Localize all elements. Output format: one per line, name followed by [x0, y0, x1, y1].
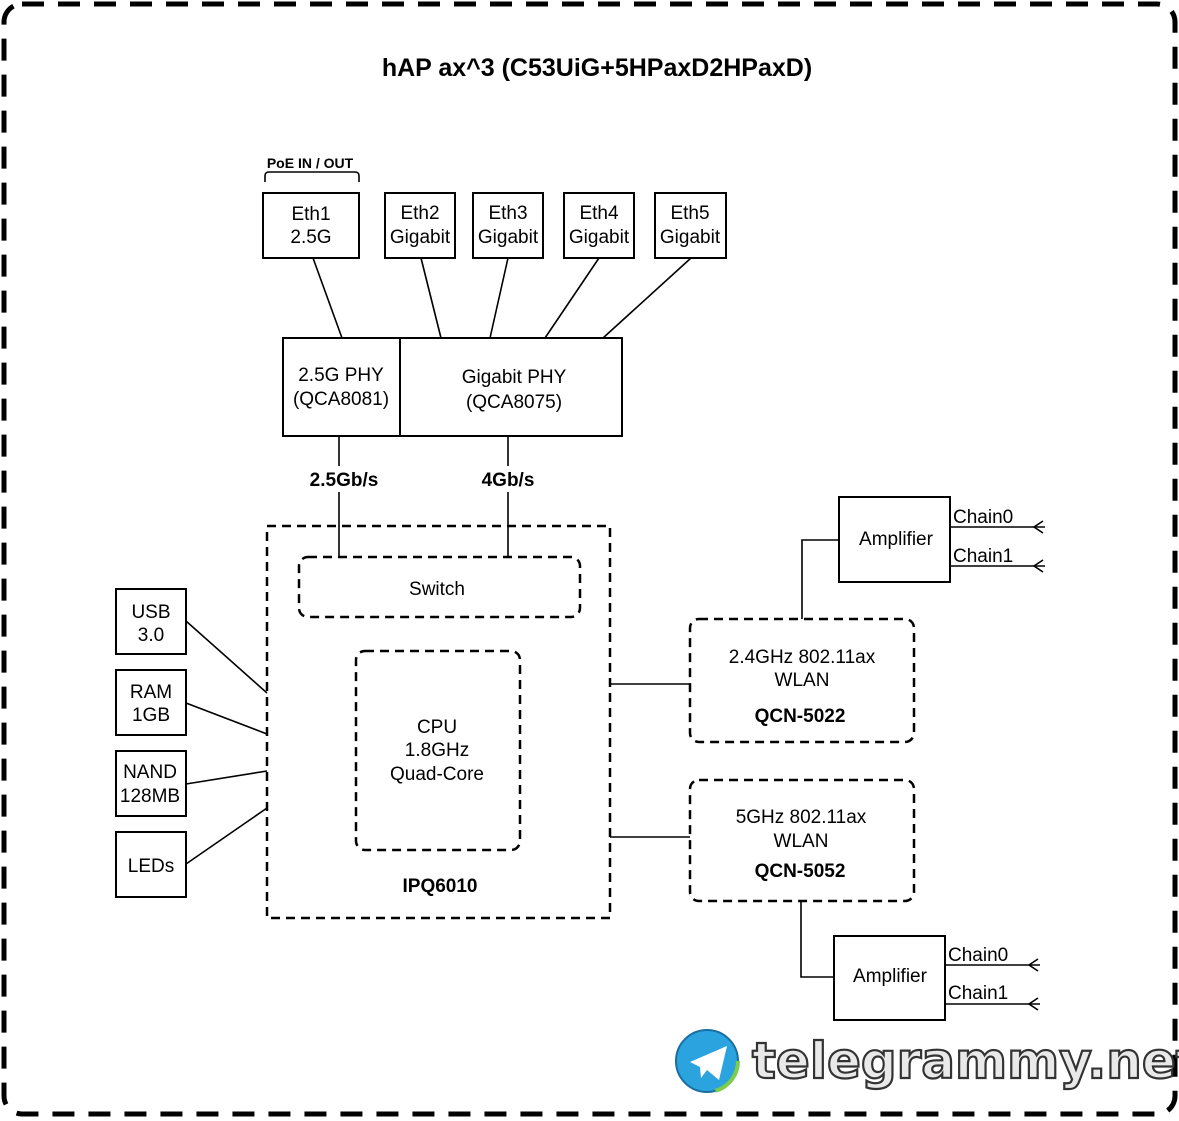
diagram-title: hAP ax^3 (C53UiG+5HPaxD2HPaxD) [382, 54, 812, 82]
switch-block: Switch [297, 555, 582, 619]
svg-text:Gigabit PHY: Gigabit PHY [462, 367, 567, 388]
link-eth4 [544, 257, 600, 339]
svg-text:QCN-5052: QCN-5052 [755, 861, 846, 882]
link-usb [185, 620, 268, 694]
svg-text:3.0: 3.0 [138, 625, 164, 646]
svg-text:WLAN: WLAN [775, 670, 830, 691]
soc-container [265, 524, 612, 920]
telegram-logo-icon [674, 1028, 740, 1094]
link-wlan5-amp [800, 901, 834, 978]
svg-text:2.4GHz 802.11ax: 2.4GHz 802.11ax [729, 647, 876, 668]
peripheral-ram: RAM 1GB [115, 669, 187, 736]
svg-text:Eth5: Eth5 [670, 203, 709, 224]
svg-text:Eth1: Eth1 [291, 204, 330, 225]
wlan-2-4ghz-block: 2.4GHz 802.11ax WLAN QCN-5022 [688, 617, 916, 744]
port-eth5: Eth5 Gigabit [654, 192, 727, 259]
svg-text:(QCA8075): (QCA8075) [466, 392, 562, 413]
svg-text:QCN-5022: QCN-5022 [755, 706, 846, 727]
link-eth1 [312, 257, 343, 339]
svg-text:1GB: 1GB [132, 705, 170, 726]
port-eth3: Eth3 Gigabit [472, 192, 544, 259]
link-eth2 [420, 257, 442, 339]
svg-text:Eth3: Eth3 [488, 203, 527, 224]
svg-text:WLAN: WLAN [774, 831, 829, 852]
svg-text:Switch: Switch [409, 579, 465, 600]
svg-text:128MB: 128MB [120, 786, 180, 807]
cpu-block: CPU 1.8GHz Quad-Core [354, 649, 522, 852]
phy-gigabit: Gigabit PHY (QCA8075) [399, 337, 623, 437]
svg-text:NAND: NAND [123, 762, 177, 783]
svg-text:CPU: CPU [417, 717, 457, 738]
watermark-text: telegrammy.net [752, 1032, 1179, 1090]
amp-top-chain1: Chain1 [953, 546, 1013, 567]
svg-text:Amplifier: Amplifier [853, 966, 928, 987]
peripheral-leds: LEDs [115, 831, 187, 898]
svg-text:(QCA8081): (QCA8081) [293, 389, 389, 410]
link-eth3 [489, 257, 509, 339]
amp-top-chain0: Chain0 [953, 507, 1013, 528]
svg-text:RAM: RAM [130, 682, 172, 703]
svg-text:5GHz 802.11ax: 5GHz 802.11ax [736, 807, 867, 828]
port-eth1: Eth1 2.5G [262, 192, 360, 259]
port-eth4: Eth4 Gigabit [563, 192, 635, 259]
svg-text:USB: USB [131, 602, 170, 623]
poe-label: PoE IN / OUT [267, 155, 354, 171]
amplifier-bottom: Amplifier [833, 935, 946, 1021]
amp-bottom-chain1: Chain1 [948, 983, 1008, 1004]
svg-text:Amplifier: Amplifier [859, 529, 934, 550]
phy-2-5g: 2.5G PHY (QCA8081) [282, 337, 401, 437]
link-nand [185, 770, 268, 785]
wlan-5ghz-block: 5GHz 802.11ax WLAN QCN-5052 [688, 778, 916, 903]
svg-text:Eth2: Eth2 [400, 203, 439, 224]
svg-text:LEDs: LEDs [128, 856, 174, 877]
link-leds [185, 807, 268, 865]
link-ram [185, 702, 268, 735]
svg-text:Gigabit: Gigabit [660, 227, 721, 248]
svg-text:2.5G PHY: 2.5G PHY [298, 365, 384, 386]
peripheral-usb: USB 3.0 [115, 588, 187, 655]
svg-text:2.5G: 2.5G [290, 227, 331, 248]
amplifier-top: Amplifier [838, 496, 951, 583]
link-wlan24-amp [801, 539, 839, 619]
link-speed-2-5: 2.5Gb/s [310, 470, 379, 491]
link-eth5 [602, 257, 692, 339]
svg-text:Quad-Core: Quad-Core [390, 764, 484, 785]
poe-bracket [264, 171, 360, 182]
port-eth2: Eth2 Gigabit [384, 192, 456, 259]
svg-text:1.8GHz: 1.8GHz [405, 740, 469, 761]
svg-text:Eth4: Eth4 [579, 203, 619, 224]
svg-text:Gigabit: Gigabit [478, 227, 539, 248]
soc-label: IPQ6010 [403, 876, 478, 897]
svg-text:Gigabit: Gigabit [569, 227, 630, 248]
svg-text:Gigabit: Gigabit [390, 227, 451, 248]
amp-bottom-chain0: Chain0 [948, 945, 1008, 966]
link-speed-4: 4Gb/s [482, 470, 535, 491]
peripheral-nand: NAND 128MB [115, 750, 187, 817]
